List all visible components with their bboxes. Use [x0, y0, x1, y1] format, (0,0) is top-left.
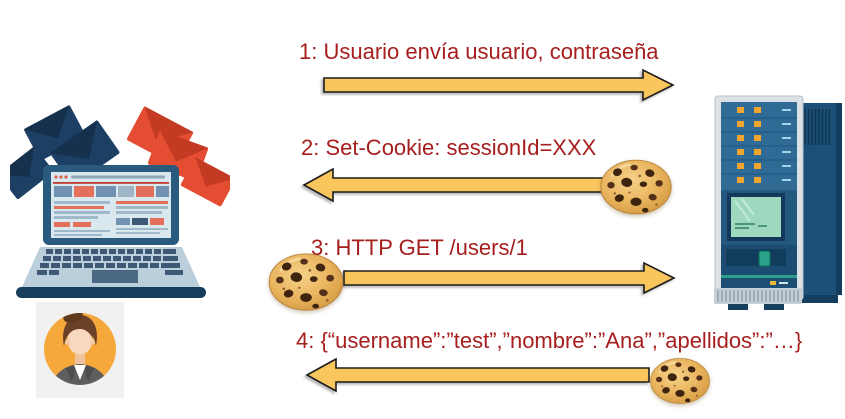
- message-1-label: 1: Usuario envía usuario, contraseña: [299, 39, 659, 64]
- message-1-arrow-right-icon: [323, 68, 675, 102]
- message-4-label: 4: {“username”:”test”,”nombre”:”Ana”,”ap…: [296, 328, 803, 353]
- envelope-icon: [23, 104, 86, 161]
- message-4-arrow-left-icon: [305, 357, 650, 393]
- message-3-label: 3: HTTP GET /users/1: [311, 235, 528, 260]
- envelope-icon: [180, 157, 230, 207]
- server-icon: [714, 95, 842, 310]
- laptop-icon: [16, 165, 206, 298]
- message-2-arrow-left-icon: [302, 167, 648, 203]
- cookie-icon: [267, 252, 345, 312]
- message-3-arrow-right-icon: [343, 261, 676, 295]
- cookie-icon: [599, 158, 673, 216]
- client-laptop-illustration: [10, 104, 230, 298]
- cookie-icon: [647, 357, 713, 405]
- message-2-label: 2: Set-Cookie: sessionId=XXX: [301, 135, 597, 160]
- user-avatar-icon: [36, 302, 124, 398]
- envelope-icon: [10, 146, 54, 199]
